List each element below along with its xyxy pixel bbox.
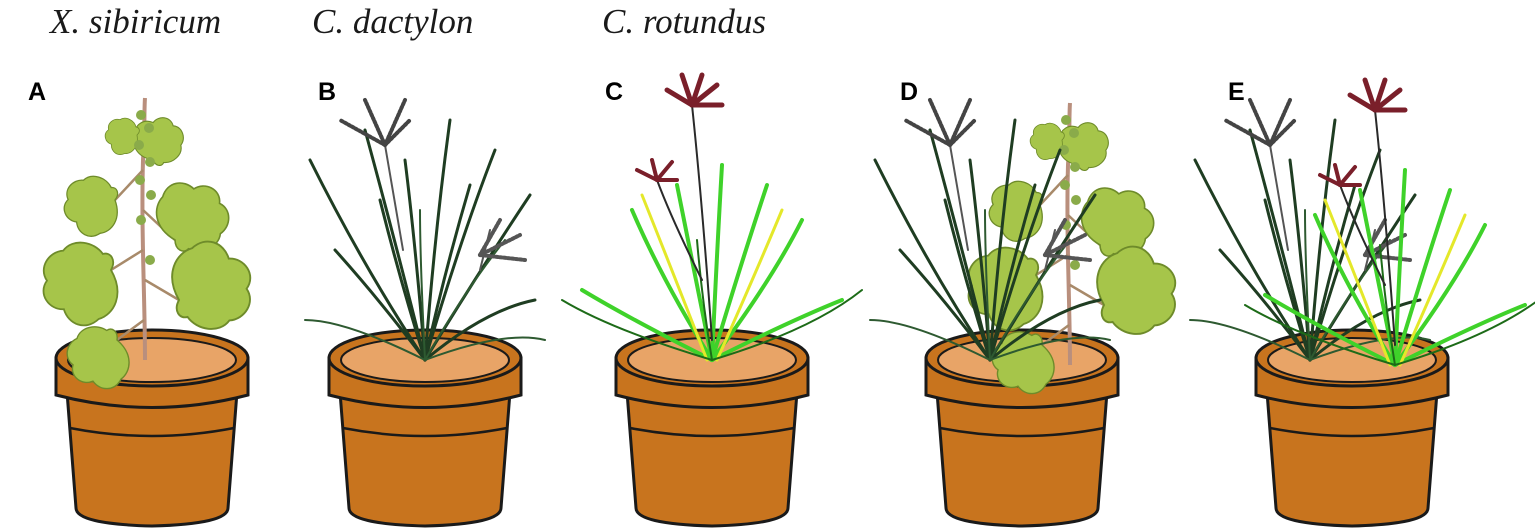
cyperus-plant-c	[562, 75, 862, 360]
panel-label-b: B	[318, 78, 337, 106]
panel-b	[303, 98, 547, 528]
panel-label-c: C	[605, 78, 624, 106]
panel-d	[868, 98, 1184, 528]
panel-label-a: A	[28, 78, 47, 106]
species-label-xanthium: X. sibiricum	[50, 2, 222, 41]
panel-e	[1188, 80, 1535, 528]
panel-label-e: E	[1228, 78, 1245, 106]
cyperus-plant-e	[1245, 80, 1535, 365]
panel-label-d: D	[900, 78, 919, 106]
panel-c	[562, 75, 862, 528]
pot-e	[1254, 328, 1450, 528]
species-label-cynodon: C. dactylon	[312, 2, 474, 41]
panel-a	[35, 98, 259, 528]
cynodon-plant-b	[303, 98, 547, 362]
species-label-cyperus: C. rotundus	[602, 2, 767, 41]
